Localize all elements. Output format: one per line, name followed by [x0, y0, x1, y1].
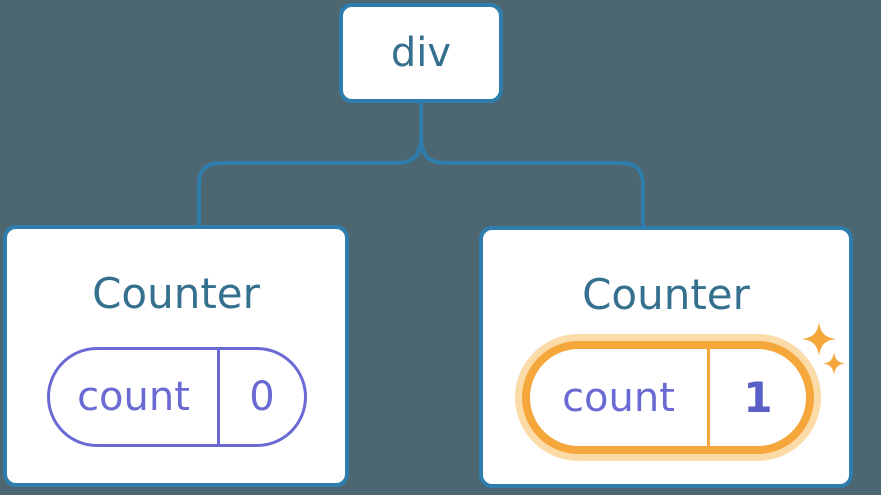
counter-title: Counter	[92, 269, 260, 318]
state-value-cell: 0	[220, 350, 304, 444]
div-node-label: div	[390, 30, 452, 76]
state-key-label: count	[77, 374, 190, 420]
state-pill-highlighted: count 1	[522, 341, 814, 454]
state-value-label: 0	[249, 374, 275, 420]
counter-title: Counter	[582, 270, 750, 319]
tree-node-counter-right: Counter count 1	[479, 226, 853, 488]
tree-node-div: div	[339, 3, 503, 103]
state-value-label: 1	[743, 372, 773, 422]
state-value-cell: 1	[710, 349, 806, 446]
state-key-cell: count	[530, 349, 710, 446]
state-key-label: count	[562, 374, 675, 421]
state-pill: count 0	[47, 347, 307, 447]
tree-node-counter-left: Counter count 0	[3, 225, 349, 487]
state-key-cell: count	[50, 350, 220, 444]
